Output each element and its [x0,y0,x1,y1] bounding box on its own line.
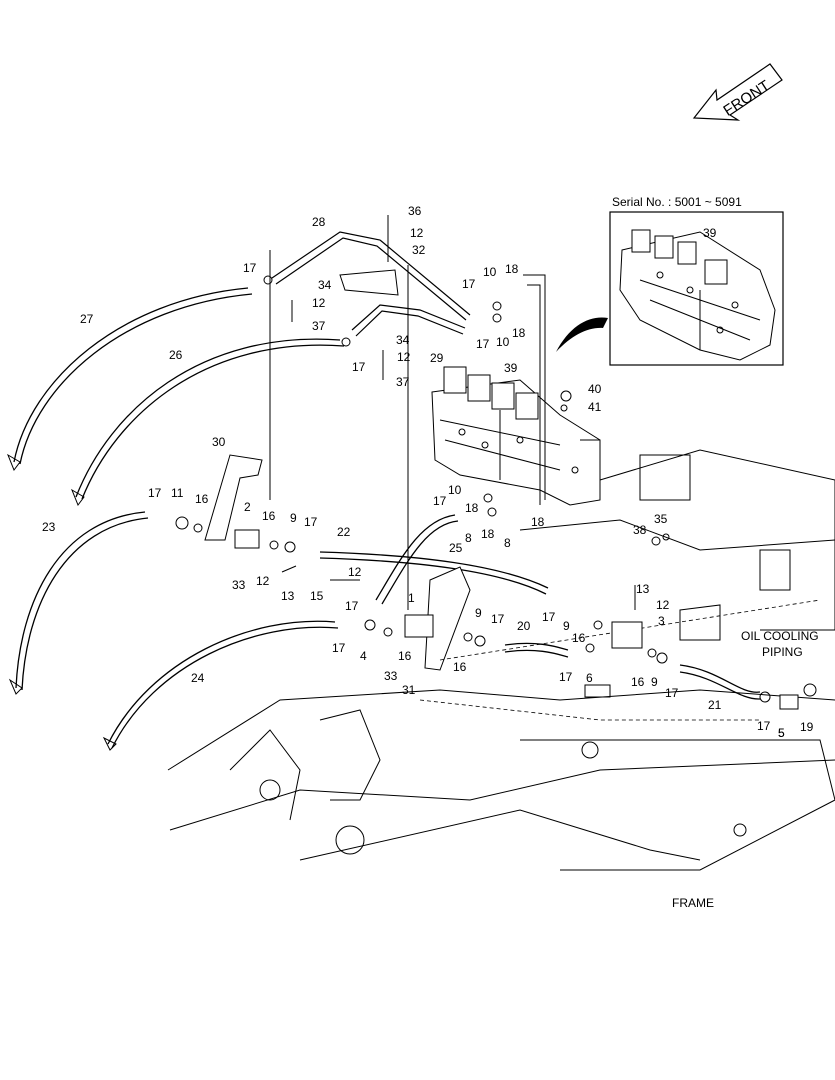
callout-17: 17 [304,515,318,529]
callout-4: 4 [360,649,367,663]
callout-16: 16 [631,675,645,689]
callout-12: 12 [256,574,270,588]
callout-13: 13 [636,582,650,596]
callout-37: 37 [312,319,326,333]
callout-12: 12 [410,226,424,240]
callout-41: 41 [588,400,602,414]
callout-30: 30 [212,435,226,449]
hoses [13,287,761,749]
callout-24: 24 [191,671,205,685]
fittings [6,215,817,751]
serial-inset: Serial No. : 5001 ~ 5091 [609,195,784,366]
callout-18: 18 [465,501,479,515]
callout-29: 29 [430,351,444,365]
inset-control-valve [619,229,776,361]
callout-9: 9 [475,606,482,620]
callout-37: 37 [396,375,410,389]
callout-8: 8 [465,531,472,545]
callout-16: 16 [195,492,209,506]
callout-17: 17 [476,337,490,351]
callout-34: 34 [396,333,410,347]
oil-cooling-label-1: OIL COOLING [741,629,819,643]
serial-label: Serial No. : 5001 ~ 5091 [612,195,742,209]
callout-27: 27 [80,312,94,326]
front-label: FRONT [720,77,773,119]
callout-39: 39 [504,361,518,375]
callout-16: 16 [453,660,467,674]
callout-36: 36 [408,204,422,218]
callout-35: 35 [654,512,668,526]
callout-40: 40 [588,382,602,396]
callout-10: 10 [483,265,497,279]
callout-numbers: 1 2 3 4 5 5 6 8 8 9 9 9 9 10 10 10 11 12… [42,204,814,740]
callout-5: 5 [778,726,785,740]
callout-17: 17 [757,719,771,733]
callout-19: 19 [800,720,814,734]
callout-17: 17 [462,277,476,291]
tube-lines [271,231,471,337]
callout-28: 28 [312,215,326,229]
callout-23: 23 [42,520,56,534]
callout-17: 17 [665,686,679,700]
callout-25: 25 [449,541,463,555]
callout-17: 17 [491,612,505,626]
callout-16: 16 [398,649,412,663]
callout-17: 17 [542,610,556,624]
callout-18: 18 [531,515,545,529]
callout-12: 12 [397,350,411,364]
callout-32: 32 [412,243,426,257]
callout-33: 33 [384,669,398,683]
callout-17: 17 [243,261,257,275]
callout-10: 10 [448,483,462,497]
callout-31: 31 [402,683,416,697]
callout-17: 17 [345,599,359,613]
oil-cooling-label-2: PIPING [762,645,803,659]
callout-8: 8 [504,536,511,550]
brackets [204,269,471,671]
callout-12: 12 [312,296,326,310]
frame-label: FRAME [672,896,714,910]
callout-17: 17 [352,360,366,374]
callout-11: 11 [171,486,184,500]
callout-38: 38 [633,523,647,537]
callout-2: 2 [244,500,251,514]
callout-9: 9 [290,511,297,525]
callout-5: 5 [778,726,785,740]
callout-33: 33 [232,578,246,592]
callout-12: 12 [656,598,670,612]
callout-22: 22 [337,525,351,539]
callout-17: 17 [148,486,162,500]
callout-16: 16 [572,631,586,645]
callout-9: 9 [563,619,570,633]
callout-13: 13 [281,589,295,603]
callout-34: 34 [318,278,332,292]
pointer-arrow [556,317,608,352]
callout-16: 16 [262,509,276,523]
main-control-valve [431,366,601,506]
callout-18: 18 [481,527,495,541]
front-direction-arrow: FRONT [692,63,783,121]
callout-3: 3 [658,614,665,628]
callout-15: 15 [310,589,324,603]
callout-26: 26 [169,348,183,362]
callout-20: 20 [517,619,531,633]
callout-17: 17 [433,494,447,508]
callout-9: 9 [651,675,658,689]
callout-17: 17 [332,641,346,655]
callout-10: 10 [496,335,510,349]
callout-12: 12 [348,565,362,579]
callout-21: 21 [708,698,722,712]
callout-17: 17 [559,670,573,684]
callout-39: 39 [703,226,717,240]
callout-18: 18 [505,262,519,276]
callout-18: 18 [512,326,526,340]
callout-6: 6 [586,671,593,685]
callout-1: 1 [408,591,415,605]
